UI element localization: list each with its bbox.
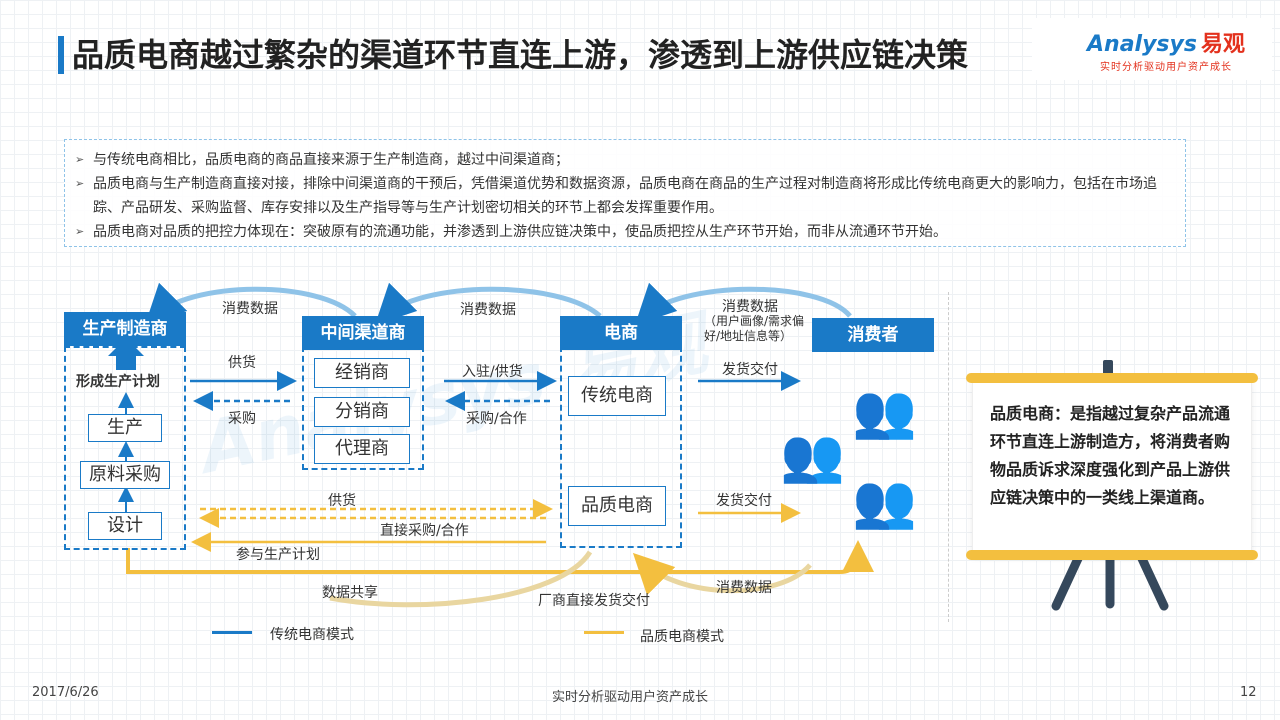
easel-hook	[1103, 360, 1113, 380]
label-ship-deliver-2: 发货交付	[716, 493, 772, 509]
legend-quality-label: 品质电商模式	[640, 629, 724, 645]
label-direct-purchase: 直接采购/合作	[380, 523, 469, 539]
loop-data-share	[126, 540, 874, 574]
logo-slogan: 实时分析驱动用户资产成长	[1100, 62, 1232, 73]
title-accent-bar	[58, 36, 64, 74]
ecommerce-quality: 品质电商	[568, 486, 666, 526]
legend-traditional-line	[212, 631, 252, 634]
label-consume-data-3-sub: （用户画像/需求偏好/地址信息等）	[704, 314, 805, 343]
page-title: 品质电商越过繁杂的渠道环节直连上游，渗透到上游供应链决策	[72, 36, 969, 74]
arc-consume-data-3	[634, 282, 852, 326]
arc-factory-ship	[329, 550, 593, 608]
bullet-item: ➢品质电商与生产制造商直接对接，排除中间渠道商的干预后，凭借渠道优势和数据资源，…	[75, 172, 1175, 220]
arc-consume-data-1	[144, 282, 357, 326]
label-data-share: 数据共享	[322, 585, 378, 601]
step-design: 设计	[88, 512, 162, 540]
label-supply-2: 供货	[328, 493, 356, 509]
label-factory-ship: 厂商直接发货交付	[538, 593, 650, 609]
step-plan: 形成生产计划	[76, 374, 160, 390]
label-settle-supply: 入驻/供货	[462, 364, 523, 380]
legend-quality-line	[584, 631, 624, 634]
footer-page-number: 12	[1240, 685, 1257, 700]
label-consume-data-3: 消费数据	[722, 299, 778, 315]
bullet-item: ➢与传统电商相比，品质电商的商品直接来源于生产制造商，越过中间渠道商；	[75, 148, 1175, 172]
logo-brand-cn: 易观	[1200, 32, 1245, 57]
consumer-group-icon: 👥	[780, 426, 845, 486]
bullet-arrow-icon: ➢	[75, 225, 85, 238]
bullet-item: ➢品质电商对品质的把控力体现在：突破原有的流通功能，并渗透到上游供应链决策中，使…	[75, 220, 1175, 244]
arc-consume-data-2	[374, 282, 602, 326]
label-consume-data-1: 消费数据	[222, 301, 278, 317]
logo-brand: Analysys	[1087, 32, 1197, 57]
bullet-arrow-icon: ➢	[75, 153, 85, 166]
middle-item-dealer: 经销商	[314, 358, 410, 388]
step-material: 原料采购	[80, 461, 170, 489]
ecommerce-traditional: 传统电商	[568, 376, 666, 416]
label-ship-deliver-1: 发货交付	[722, 362, 778, 378]
flow-connectors	[108, 282, 874, 608]
label-consume-data-4: 消费数据	[716, 580, 772, 596]
summary-bullets: ➢与传统电商相比，品质电商的商品直接来源于生产制造商，越过中间渠道商； ➢品质电…	[64, 139, 1186, 247]
consumer-title: 消费者	[812, 318, 934, 352]
vertical-divider	[948, 292, 949, 622]
ecommerce-title: 电商	[560, 316, 682, 350]
consumer-group-icon: 👥	[852, 382, 917, 442]
callout-definition: 品质电商：是指越过复杂产品流通环节直连上游制造方，将消费者购物品质诉求深度强化到…	[990, 404, 1231, 507]
legend-traditional-label: 传统电商模式	[270, 627, 354, 643]
big-up-arrow-icon	[108, 338, 144, 370]
arc-consume-data-4	[632, 552, 812, 596]
label-supply: 供货	[228, 355, 256, 371]
manufacturer-box	[64, 346, 186, 550]
consumer-group-icon: 👥	[852, 472, 917, 532]
manufacturer-title: 生产制造商	[64, 312, 186, 346]
board-top-bar	[966, 373, 1258, 383]
label-purchase: 采购	[228, 411, 256, 427]
middle-channel-title: 中间渠道商	[302, 316, 424, 350]
label-consume-data-2: 消费数据	[460, 302, 516, 318]
middle-item-agent: 代理商	[314, 434, 410, 464]
footer-date: 2017/6/26	[32, 685, 99, 700]
label-join-plan: 参与生产计划	[236, 547, 320, 563]
step-produce: 生产	[88, 414, 162, 442]
footer-slogan: 实时分析驱动用户资产成长	[552, 690, 709, 705]
middle-item-distributor: 分销商	[314, 397, 410, 427]
board-bottom-bar	[966, 550, 1258, 560]
bullet-arrow-icon: ➢	[75, 177, 85, 190]
label-purchase-coop: 采购/合作	[466, 411, 527, 427]
